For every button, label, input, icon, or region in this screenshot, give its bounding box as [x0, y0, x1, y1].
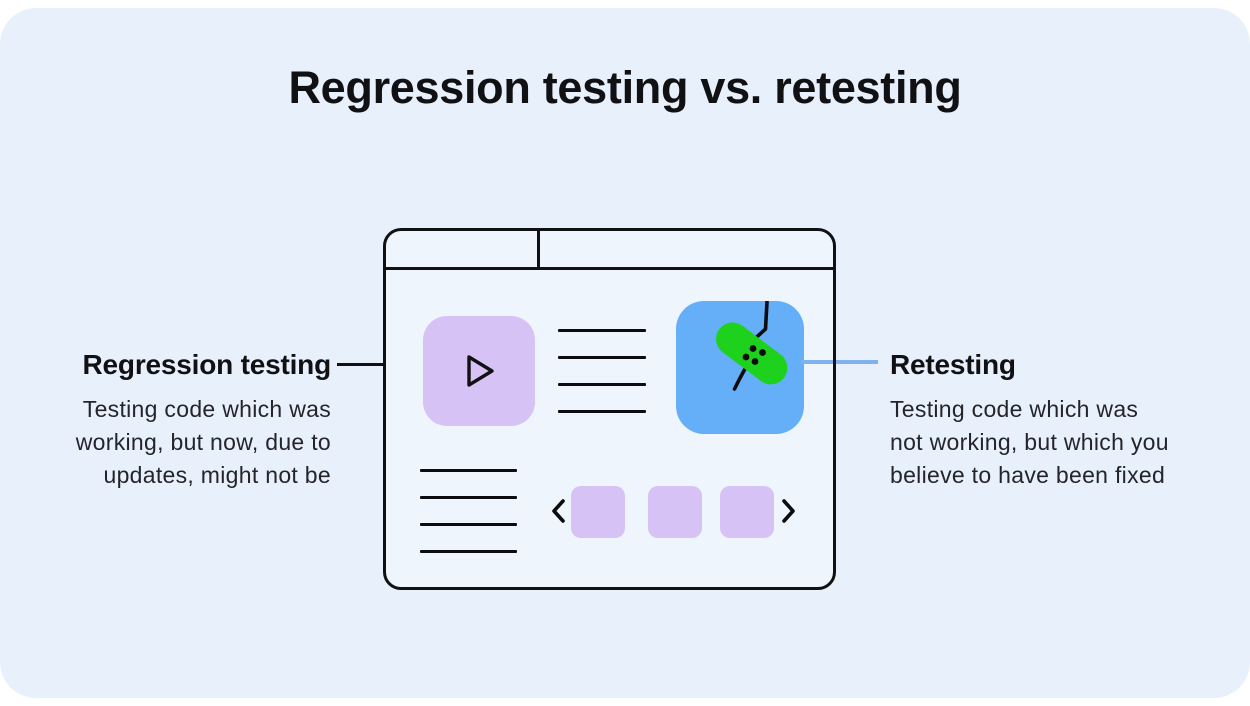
- connector-line-left: [337, 363, 384, 366]
- placeholder-line: [558, 356, 646, 359]
- description-line: believe to have been fixed: [890, 462, 1166, 488]
- bandage-icon: [716, 301, 788, 391]
- carousel-thumbnail: [720, 486, 774, 538]
- description-line: updates, might not be: [103, 462, 331, 488]
- callout-heading-retesting: Retesting: [890, 349, 1016, 380]
- placeholder-line: [420, 469, 517, 472]
- callout-retesting: Retesting Testing code which was not wor…: [890, 347, 1250, 492]
- callout-regression-testing: Regression testing Testing code which wa…: [0, 347, 331, 492]
- fixed-bug-tile: [676, 301, 804, 434]
- description-line: Testing code which was: [890, 396, 1139, 422]
- description-line: working, but now, due to: [75, 429, 331, 455]
- placeholder-line: [420, 523, 517, 526]
- video-placeholder-tile: [423, 316, 535, 426]
- infographic-canvas: Regression testing vs. retesting Regress…: [0, 8, 1250, 698]
- page-title: Regression testing vs. retesting: [288, 62, 962, 113]
- callout-heading-regression: Regression testing: [82, 349, 332, 380]
- connector-line-right-outer: [836, 360, 878, 364]
- placeholder-line: [420, 550, 517, 553]
- callout-description-regression: Testing code which was working, but now,…: [0, 393, 331, 492]
- callout-description-retesting: Testing code which was not working, but …: [890, 393, 1250, 492]
- browser-window-illustration: [383, 228, 836, 590]
- placeholder-line: [558, 329, 646, 332]
- text-placeholder-lines: [420, 469, 517, 577]
- description-line: Testing code which was: [82, 396, 331, 422]
- play-icon: [467, 355, 494, 387]
- text-placeholder-lines: [558, 329, 646, 437]
- crack-line: [732, 365, 748, 391]
- placeholder-line: [558, 383, 646, 386]
- crack-line: [752, 301, 769, 342]
- carousel-thumbnail: [571, 486, 625, 538]
- description-line: not working, but which you: [890, 429, 1169, 455]
- window-header: [386, 231, 833, 270]
- carousel-thumbnail: [648, 486, 702, 538]
- chevron-left-icon: [552, 499, 565, 523]
- placeholder-line: [420, 496, 517, 499]
- chevron-right-icon: [782, 499, 795, 523]
- placeholder-line: [558, 410, 646, 413]
- tab-divider: [537, 231, 540, 267]
- connector-line-right-inner: [801, 360, 833, 364]
